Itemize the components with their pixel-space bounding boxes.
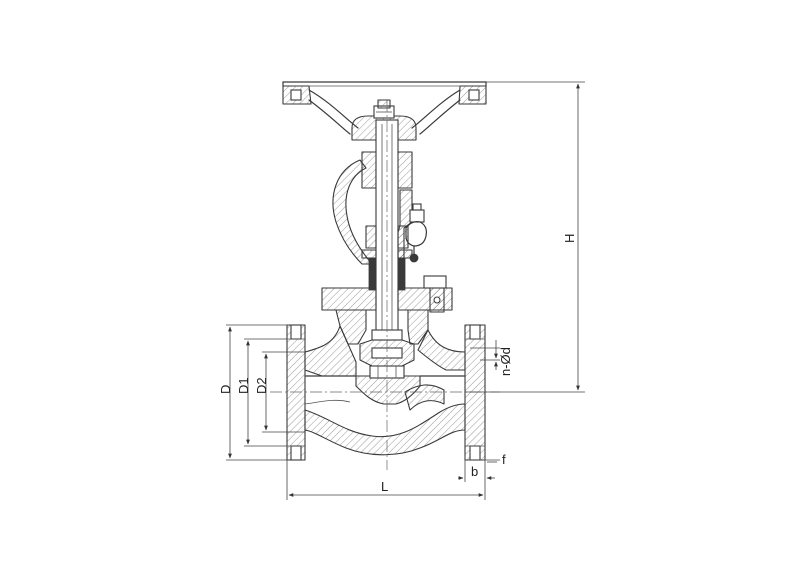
dimension-n-d [470, 340, 500, 370]
label-d2: D2 [254, 377, 269, 394]
dimension-d2 [262, 351, 305, 433]
label-h: H [562, 234, 577, 243]
dimension-d [226, 324, 287, 461]
label-b: b [471, 464, 478, 479]
valve-body [286, 324, 486, 461]
dimension-l [286, 460, 486, 500]
label-d: D [218, 385, 233, 394]
label-f: f [502, 452, 506, 467]
label-l: L [381, 479, 388, 494]
dimension-d1 [244, 338, 287, 447]
bonnet [321, 275, 453, 367]
dimension-h [465, 81, 585, 393]
dimension-b [458, 460, 495, 482]
handwheel [282, 81, 487, 141]
label-d1: D1 [236, 377, 251, 394]
label-n-d: n-Ød [498, 347, 513, 376]
